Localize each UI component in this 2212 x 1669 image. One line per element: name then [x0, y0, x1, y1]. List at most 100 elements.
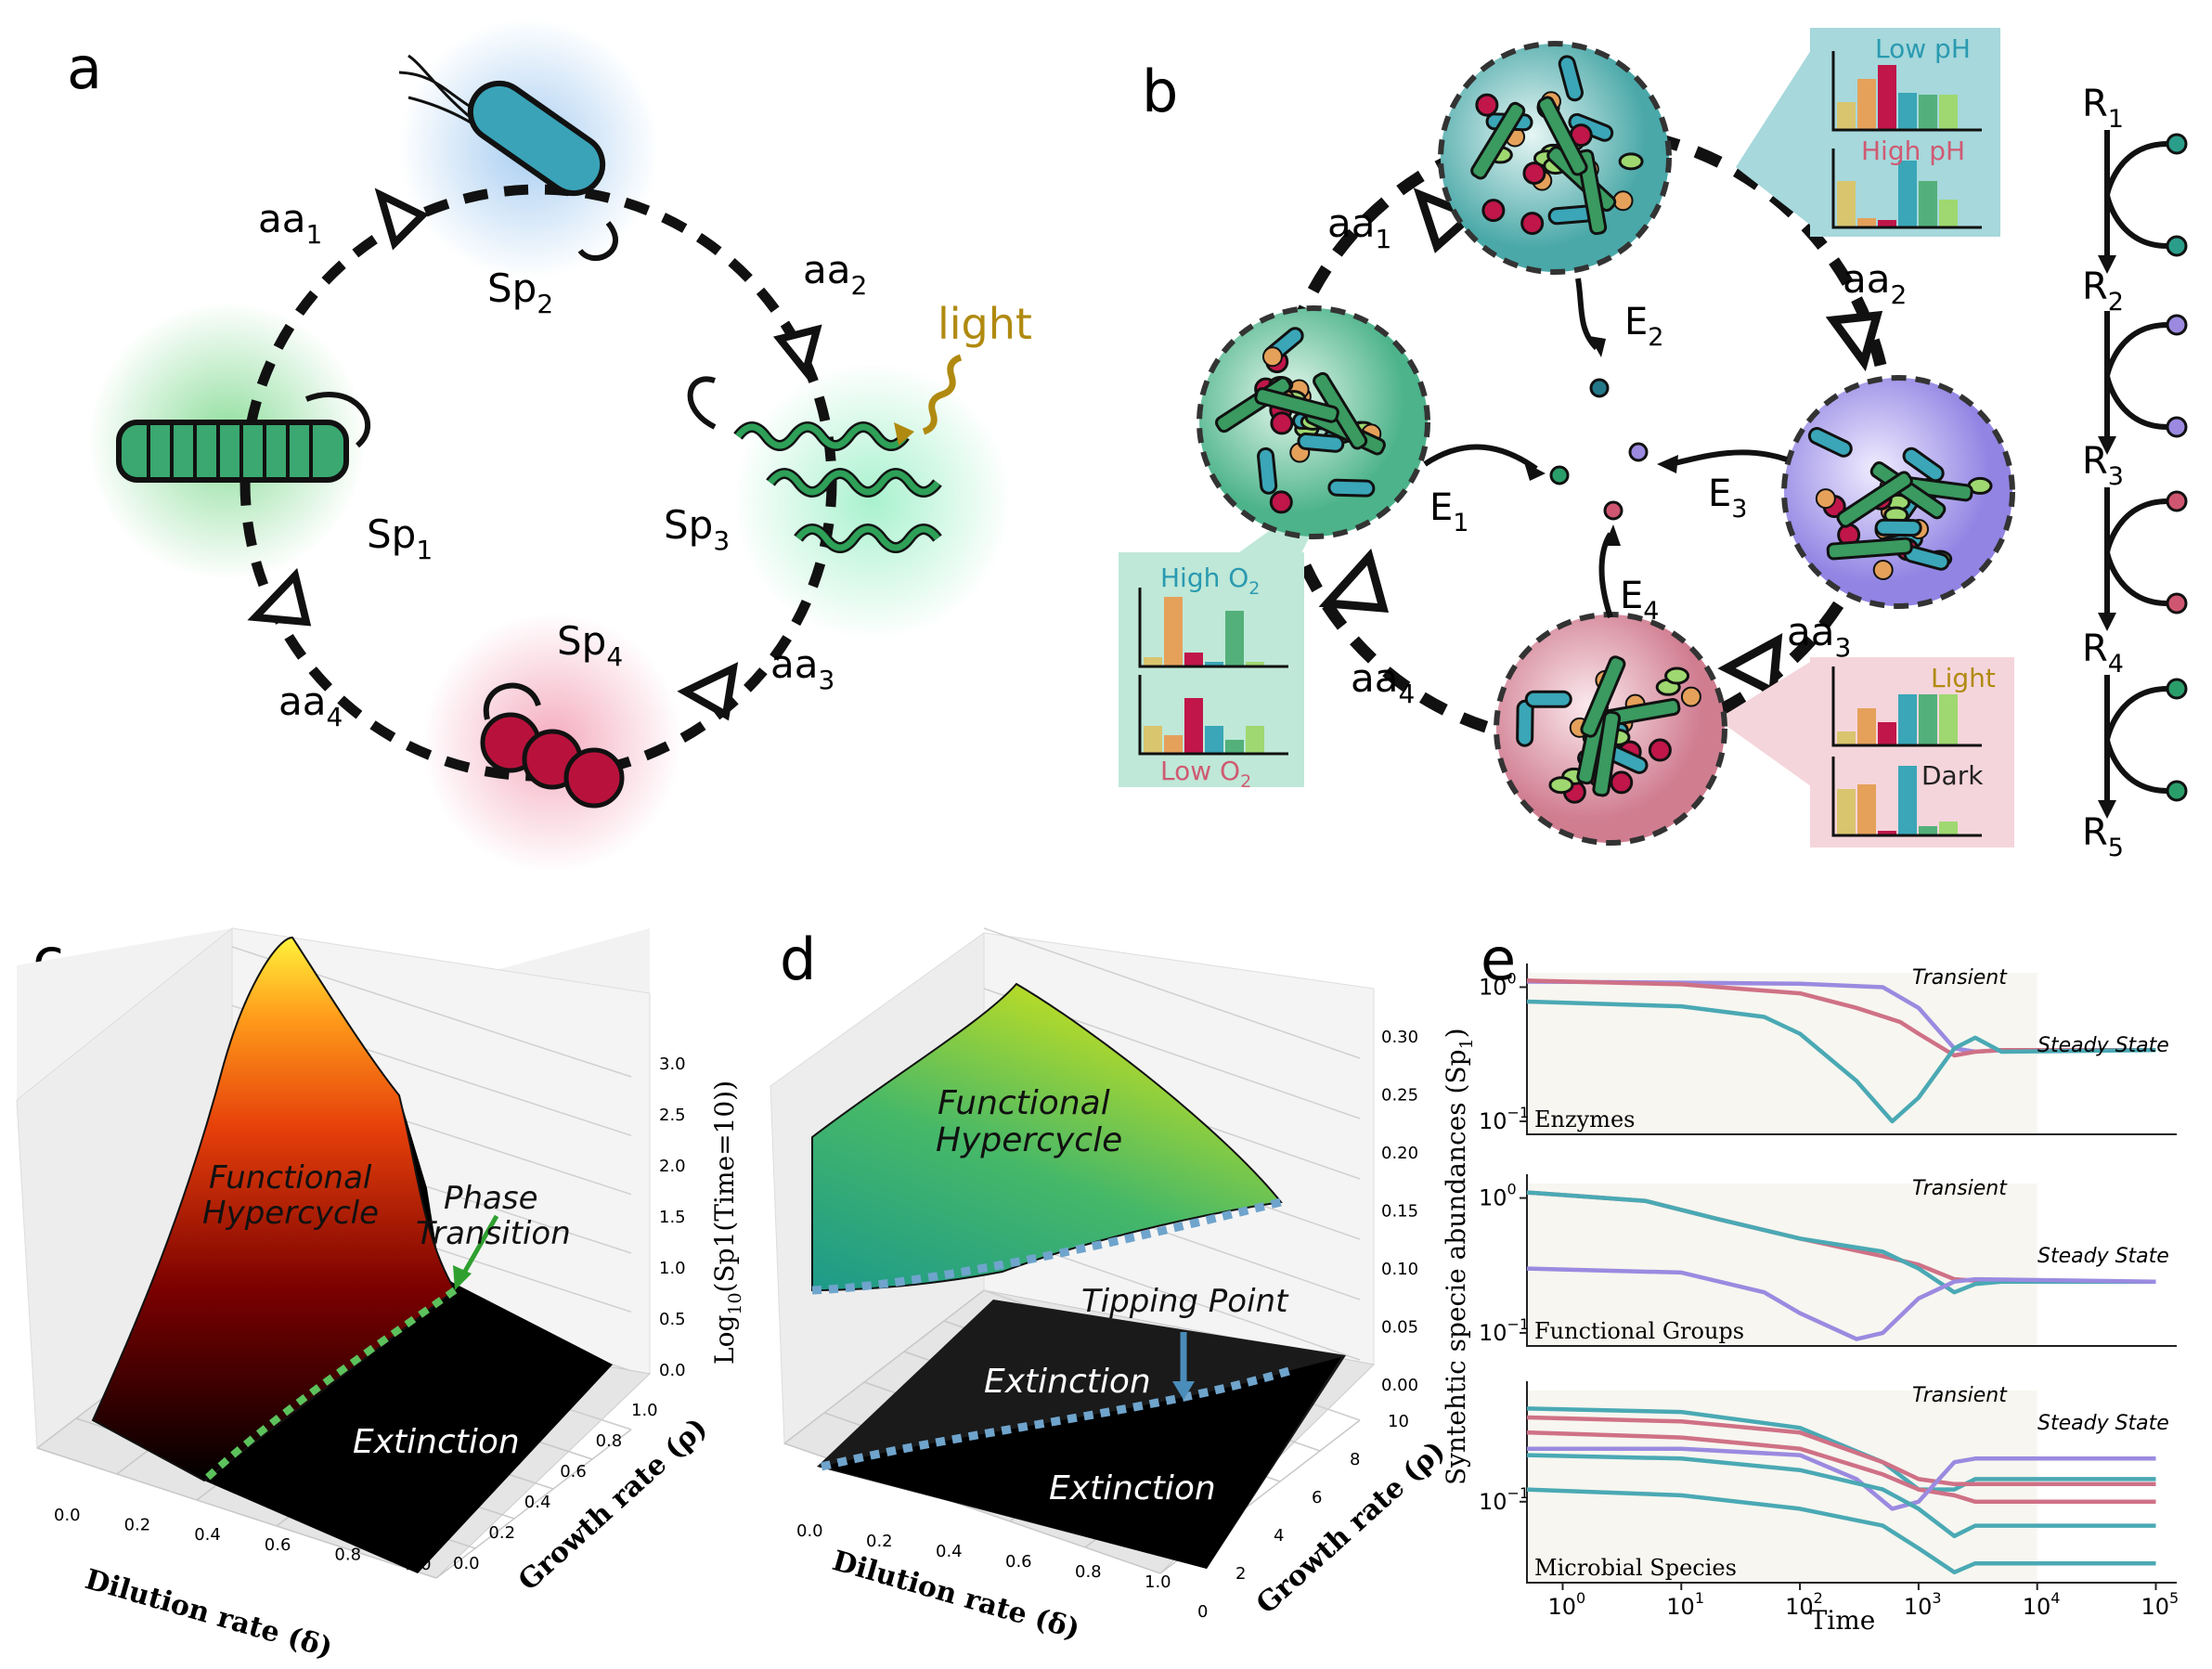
inset-bar [1919, 826, 1937, 835]
enzyme-dot-e2 [1589, 378, 1610, 398]
c-z-tick: 1.5 [659, 1208, 686, 1227]
inset-light-callout [1717, 659, 1815, 789]
rod [1807, 427, 1853, 458]
filament [1836, 471, 1913, 528]
enzyme-dot [2166, 133, 2188, 155]
d-y-tick: 4 [1274, 1526, 1284, 1546]
inset-bar [1184, 698, 1203, 754]
arrow-e3 [1670, 449, 1788, 467]
reaction-arrow-head [2098, 436, 2116, 455]
coccus [1522, 162, 1546, 186]
e-series-line [1526, 1453, 2156, 1539]
c-hypercycle-surface [91, 936, 457, 1482]
coccus [1269, 490, 1293, 514]
e-subplot-name: Functional Groups [1534, 1318, 1744, 1344]
c-y-tick: 0.8 [596, 1431, 623, 1451]
e-axes [1526, 964, 2177, 1135]
e-transient-band [1527, 1391, 2037, 1583]
budding-cell [1680, 686, 1701, 707]
e-series-line [1526, 1430, 2156, 1505]
d-label-tipping: Tipping Point [1081, 1283, 1289, 1320]
grid-line [435, 1429, 632, 1579]
d-label-functional: Functional [938, 1084, 1110, 1122]
label-light: light [938, 299, 1032, 349]
c-z-tick: 2.0 [659, 1157, 686, 1176]
ovoid [1664, 666, 1690, 685]
e-y-tick-label: 10−1 [1479, 1104, 1529, 1134]
c-phase-arrow [457, 1214, 499, 1283]
d-x-tick: 0.0 [796, 1521, 823, 1541]
d-tipping-line [820, 1365, 1297, 1471]
e-steady-label: Steady State [2037, 1034, 2169, 1057]
inset-axes [1831, 149, 1982, 229]
e-y-tick-label: 100 [1479, 969, 1517, 1000]
arrow-e2-head [1589, 336, 1606, 357]
label-b-aa1: aa1 [1327, 201, 1391, 254]
arrow-e2 [1575, 278, 1599, 351]
panel-c: c Functional Hypercycle Phase Transition… [16, 925, 745, 1665]
coccus [1475, 93, 1499, 117]
c-label-transition: Transition [416, 1215, 571, 1252]
label-sp1: Sp1 [367, 511, 433, 565]
d-y-tick: 8 [1350, 1450, 1360, 1469]
enzyme-dot [2166, 780, 2188, 802]
d-x-tick: 0.4 [936, 1542, 963, 1561]
enzyme-dot-e4 [1603, 500, 1623, 521]
inset-bar [1878, 220, 1896, 227]
e-axes [1526, 1174, 2177, 1347]
c-y-tick: 0.6 [560, 1462, 587, 1481]
label-b-aa2: aa2 [1843, 256, 1907, 310]
inset-bar [1898, 694, 1917, 745]
inset-bar [1939, 822, 1958, 835]
arrow-e3-head [1657, 455, 1678, 473]
e-x-tick-label: 103 [1904, 1589, 1942, 1620]
c-zlabel: Log10(Sp1(Time=10)) [709, 1080, 745, 1365]
panel-d-letter: d [780, 925, 816, 993]
inset-ph-callout [1736, 37, 1819, 232]
e-y-tick-label: 10−1 [1479, 1484, 1529, 1515]
light-arrowhead-icon [894, 422, 914, 446]
label-high-o2: High O2 [1160, 563, 1260, 599]
e-steady-label: Steady State [2037, 1245, 2169, 1268]
d-z-tick: 0.00 [1381, 1376, 1418, 1395]
inset-bar [1225, 740, 1244, 754]
e-y-tick-label: 100 [1479, 1181, 1517, 1211]
d-y-tick: 0 [1197, 1602, 1208, 1622]
enzyme-dot [2166, 678, 2188, 700]
arrow-e4 [1598, 532, 1613, 618]
rod [1297, 432, 1345, 453]
rod [1524, 690, 1572, 708]
label-r3: R3 [2082, 440, 2124, 491]
coccus [1481, 199, 1506, 223]
c-y-tick: 0.2 [488, 1523, 515, 1543]
grid-line [983, 927, 1361, 1059]
enzyme-loop [2103, 322, 2168, 430]
arrow-aa2 [772, 324, 822, 380]
inset-axes [1138, 588, 1288, 668]
filament [1580, 655, 1626, 738]
filament [1592, 710, 1622, 797]
budding-cell [1815, 488, 1836, 510]
inset-bar [1878, 831, 1896, 835]
e-x-tick-label: 101 [1666, 1589, 1704, 1620]
d-hypercycle-surface [811, 982, 1283, 1292]
inset-bar [1184, 653, 1203, 666]
reaction-arrow-head [2098, 255, 2116, 274]
inset-axes [1138, 675, 1288, 756]
inset-bar [1205, 726, 1223, 754]
label-aa1: aa1 [258, 196, 322, 250]
filament [1254, 387, 1339, 423]
inset-bar [1164, 597, 1183, 666]
e-series-line [1526, 1190, 2156, 1295]
arrow-b-aa3 [1717, 633, 1783, 698]
inset-bar [1857, 784, 1876, 835]
inset-bar [1919, 181, 1937, 227]
label-aa3: aa3 [770, 641, 834, 695]
e-series-line [1527, 1446, 2156, 1511]
e-series-line [1526, 1266, 2156, 1341]
e-series-line [1526, 1415, 2156, 1487]
e-subplot-name: Enzymes [1534, 1106, 1635, 1132]
rod [1902, 446, 1945, 483]
d-x-tick: 1.0 [1145, 1572, 1171, 1592]
